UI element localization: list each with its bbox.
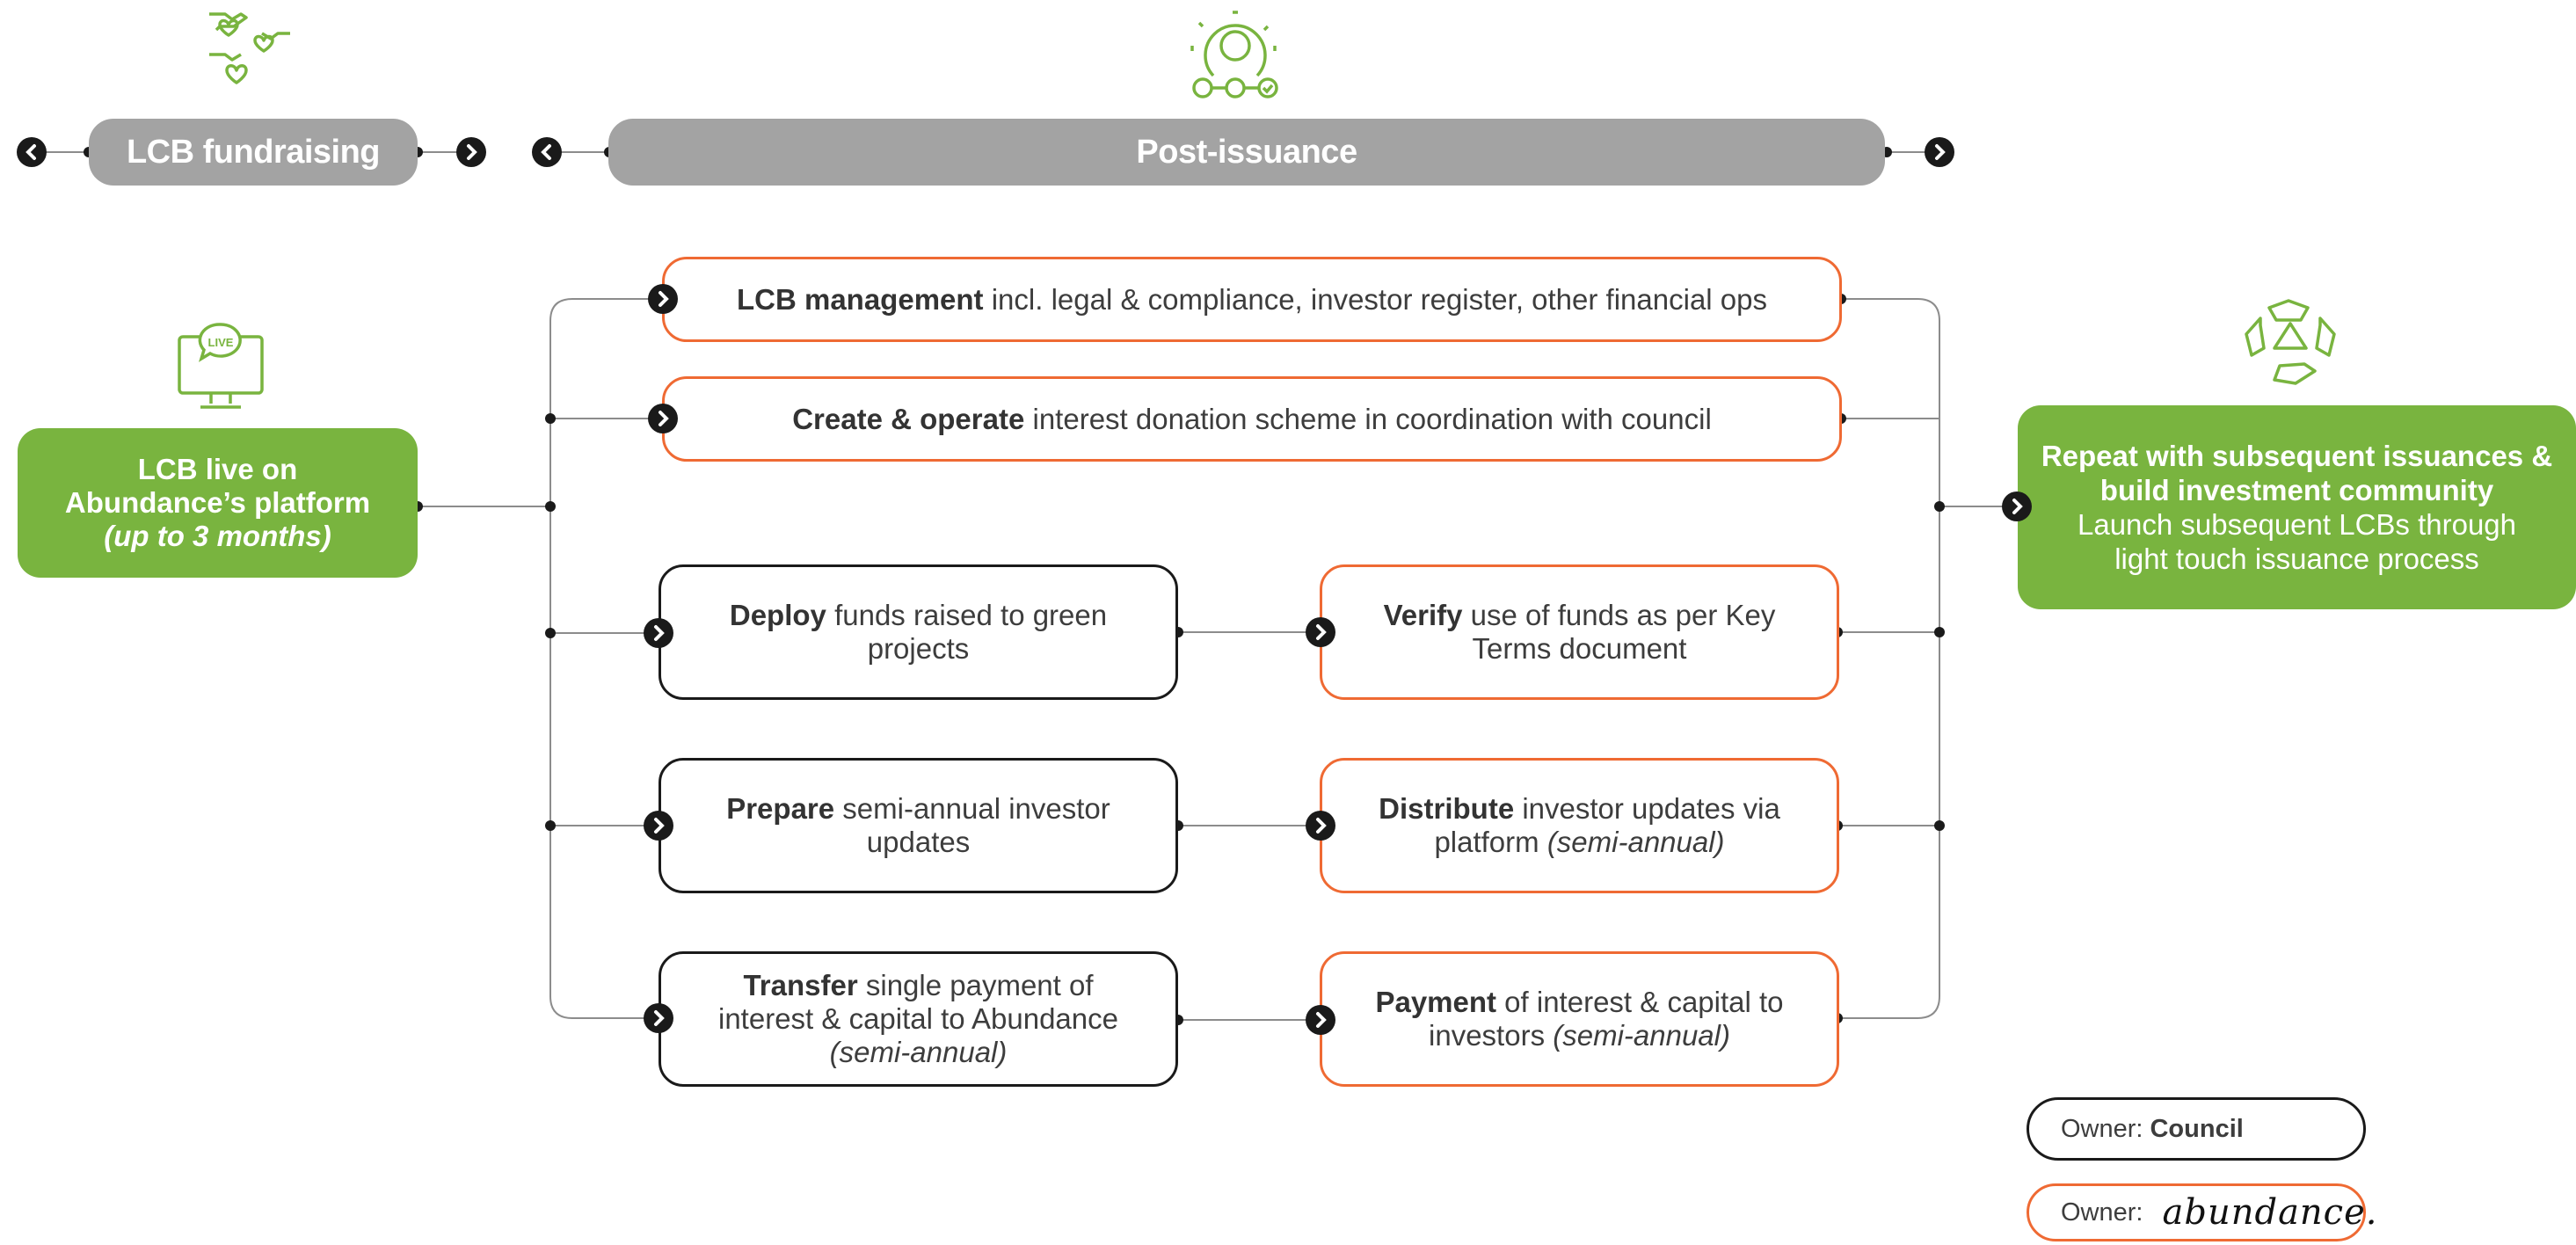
legend-abundance-prefix: Owner: <box>2061 1198 2143 1227</box>
chevron-left-icon[interactable] <box>531 136 563 168</box>
hands-hearts-icon <box>209 12 290 84</box>
task-lcb-management: LCB management incl. legal & compliance,… <box>662 257 1842 342</box>
task-deploy-bold: Deploy <box>729 599 826 631</box>
phase-fundraising: LCB fundraising <box>89 119 418 186</box>
lcb-live-line3: (up to 3 months) <box>104 520 331 552</box>
chevron-right-icon[interactable] <box>1924 136 1955 168</box>
arrow-right-icon <box>1306 617 1335 647</box>
task-payment-text: of interest & capital to investors <box>1429 986 1784 1052</box>
arrow-right-icon <box>644 618 673 648</box>
task-distribute-text: investor updates via platform <box>1434 792 1780 858</box>
legend-owner-council: Owner: Council <box>2027 1097 2366 1161</box>
lcb-live-box: LCB live on Abundance’s platform (up to … <box>18 428 418 578</box>
task-verify-text: use of funds as per Key Terms document <box>1462 599 1776 665</box>
task-distribute: Distribute investor updates via platform… <box>1320 758 1839 893</box>
task-payment: Payment of interest & capital to investo… <box>1320 951 1839 1087</box>
task-prepare-text: semi-annual investor updates <box>834 792 1110 858</box>
gear-process-icon <box>1190 11 1278 98</box>
task-transfer-text: single payment of interest & capital to … <box>718 969 1118 1035</box>
phase-post-issuance-label: Post-issuance <box>1136 133 1357 171</box>
arrow-right-icon <box>648 404 678 433</box>
legend-owner-abundance: Owner: abundance. <box>2027 1183 2376 1241</box>
task-verify: Verify use of funds as per Key Terms doc… <box>1320 564 1839 700</box>
task-distribute-italic: (semi-annual) <box>1546 826 1725 858</box>
task-transfer-italic: (semi-annual) <box>829 1036 1008 1068</box>
repeat-issuance-box: Repeat with subsequent issuances & build… <box>2018 405 2576 609</box>
repeat-body: Launch subsequent LCBs through light tou… <box>2077 508 2517 575</box>
task-transfer: Transfer single payment of interest & ca… <box>659 951 1178 1087</box>
arrow-right-icon <box>1306 811 1335 841</box>
task-deploy-text: funds raised to green projects <box>826 599 1108 665</box>
task-prepare: Prepare semi-annual investor updates <box>659 758 1178 893</box>
phase-fundraising-label: LCB fundraising <box>126 133 381 171</box>
legend-council-owner: Council <box>2150 1114 2244 1143</box>
live-monitor-icon: LIVE <box>178 323 264 409</box>
arrow-right-icon <box>2002 491 2032 521</box>
recycle-hands-icon <box>2245 299 2336 385</box>
task-transfer-bold: Transfer <box>743 969 858 1001</box>
legend-council-prefix: Owner: <box>2061 1114 2143 1143</box>
arrow-right-icon <box>644 811 673 841</box>
task-lcb-management-text: incl. legal & compliance, investor regis… <box>983 282 1767 316</box>
lcb-live-line1: LCB live on <box>137 453 298 485</box>
task-donation-scheme-text: interest donation scheme in coordination… <box>1024 402 1712 435</box>
task-deploy: Deploy funds raised to green projects <box>659 564 1178 700</box>
live-icon-text: LIVE <box>208 336 234 349</box>
phase-post-issuance: Post-issuance <box>608 119 1885 186</box>
task-prepare-bold: Prepare <box>726 792 835 825</box>
task-donation-scheme-bold: Create & operate <box>792 402 1025 435</box>
task-distribute-bold: Distribute <box>1379 792 1515 825</box>
arrow-right-icon <box>1306 1005 1335 1035</box>
chevron-right-icon[interactable] <box>455 136 487 168</box>
chevron-left-icon[interactable] <box>16 136 47 168</box>
arrow-right-icon <box>644 1003 673 1033</box>
task-lcb-management-bold: LCB management <box>736 282 984 316</box>
task-donation-scheme: Create & operate interest donation schem… <box>662 376 1842 462</box>
arrow-right-icon <box>648 284 678 314</box>
abundance-logo: abundance. <box>2162 1192 2378 1233</box>
repeat-title: Repeat with subsequent issuances & build… <box>2041 440 2553 506</box>
task-verify-bold: Verify <box>1383 599 1463 631</box>
task-payment-bold: Payment <box>1375 986 1497 1018</box>
task-payment-italic: (semi-annual) <box>1553 1019 1730 1052</box>
lcb-live-line2: Abundance’s platform <box>64 486 371 519</box>
